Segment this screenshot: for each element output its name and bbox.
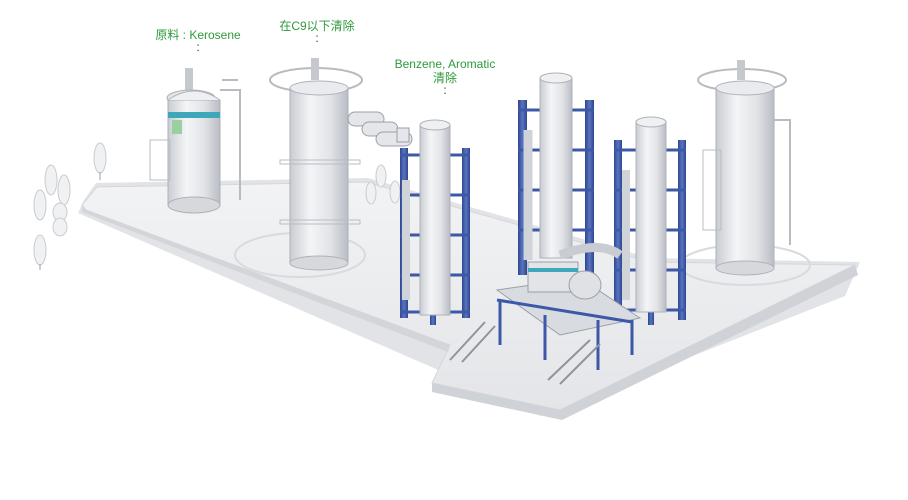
tanker-trucks [347,111,413,147]
c9-vessel [269,58,363,271]
callout-c9: 在C9以下清除 : [272,19,362,45]
feed-vessel [149,68,241,214]
callout-feed-dot: : [196,40,200,54]
callout-benzene-text-2: 清除 [432,71,457,85]
callout-feed-text: 原料 : Kerosene [155,28,241,42]
callout-benzene: Benzene, Aromatic 清除 : [384,57,506,97]
callout-c9-dot: : [315,31,319,45]
callout-benzene-dot: : [443,83,447,97]
center-tower [518,72,594,275]
callout-benzene-text: Benzene, Aromatic [394,57,496,71]
right-tower [614,116,686,325]
far-right-vessel [697,60,791,276]
benzene-tower [400,119,470,325]
callout-feed: 原料 : Kerosene : [148,28,248,54]
callout-c9-text: 在C9以下清除 [279,19,355,33]
trees [33,142,401,270]
pump-skid [449,243,642,385]
